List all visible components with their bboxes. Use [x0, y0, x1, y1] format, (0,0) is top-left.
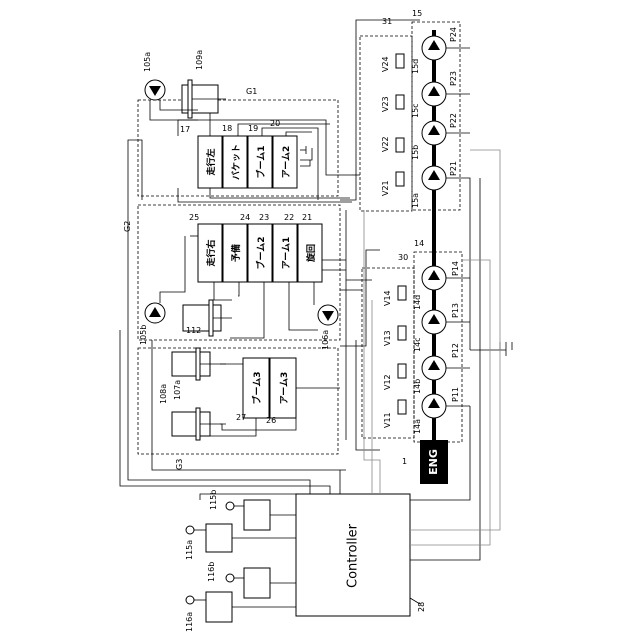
svg-text:19: 19 — [248, 124, 258, 133]
svg-text:走行左: 走行左 — [205, 148, 217, 176]
svg-text:14b: 14b — [413, 379, 422, 394]
g2-block-25: 走行右 25 — [189, 213, 222, 282]
pump-P22: P22 15b V22 — [381, 113, 458, 160]
svg-text:105a: 105a — [143, 52, 152, 72]
svg-text:V12: V12 — [383, 374, 392, 390]
svg-text:116a: 116a — [185, 612, 194, 632]
svg-text:15a: 15a — [411, 193, 420, 208]
svg-text:アーム2: アーム2 — [281, 146, 292, 178]
svg-text:14c: 14c — [413, 337, 422, 352]
svg-text:走行右: 走行右 — [205, 239, 217, 267]
cylinder-112: 112 — [183, 300, 232, 336]
svg-text:バケット: バケット — [231, 144, 242, 180]
svg-text:109a: 109a — [195, 50, 204, 70]
cylinder-108a: 108a — [159, 384, 226, 440]
svg-text:P11: P11 — [451, 387, 460, 402]
svg-text:Controller: Controller — [346, 523, 361, 588]
svg-text:P21: P21 — [449, 161, 458, 176]
svg-text:105b: 105b — [139, 325, 148, 345]
svg-text:23: 23 — [259, 213, 269, 222]
svg-text:115b: 115b — [209, 490, 218, 510]
svg-text:108a: 108a — [159, 384, 168, 404]
g3-block-26: アーム3 26 — [266, 358, 296, 425]
svg-text:P23: P23 — [449, 71, 458, 86]
svg-text:P12: P12 — [451, 343, 460, 358]
group-g1-label: G1 — [246, 87, 257, 96]
group-g2-label: G2 — [123, 221, 132, 232]
svg-text:18: 18 — [222, 124, 232, 133]
svg-text:P24: P24 — [449, 27, 458, 42]
g2-block-21: 旋回 21 — [298, 213, 322, 282]
pump-P23: P23 15c V23 — [381, 71, 458, 118]
svg-text:ブーム3: ブーム3 — [251, 372, 263, 405]
svg-text:115a: 115a — [185, 540, 194, 560]
g1-block-19: ブーム1 19 — [248, 124, 272, 188]
g1-block-17: 走行左 17 — [180, 125, 222, 188]
svg-text:V22: V22 — [381, 136, 390, 152]
svg-text:P14: P14 — [451, 261, 460, 276]
pump-group-15-label: 15 — [412, 9, 422, 18]
svg-text:26: 26 — [266, 416, 276, 425]
svg-text:V13: V13 — [383, 330, 392, 346]
svg-text:107a: 107a — [173, 380, 182, 400]
svg-text:ブーム1: ブーム1 — [255, 146, 267, 179]
svg-text:22: 22 — [284, 213, 294, 222]
motor-105a: 105a — [143, 52, 165, 100]
svg-text:アーム1: アーム1 — [281, 237, 292, 269]
svg-text:21: 21 — [302, 213, 312, 222]
svg-text:V21: V21 — [381, 180, 390, 196]
svg-text:27: 27 — [236, 413, 246, 422]
engine-block: ENG 1 — [402, 440, 448, 484]
g2-block-23: ブーム2 23 — [248, 213, 272, 282]
svg-text:25: 25 — [189, 213, 199, 222]
svg-text:17: 17 — [180, 125, 190, 134]
svg-text:15d: 15d — [411, 59, 420, 74]
svg-text:14d: 14d — [413, 295, 422, 310]
svg-text:予備: 予備 — [230, 244, 242, 262]
svg-text:アーム3: アーム3 — [279, 372, 290, 404]
svg-text:旋回: 旋回 — [305, 244, 317, 263]
svg-text:14a: 14a — [413, 419, 422, 434]
pump-P21: P21 15a V21 — [381, 161, 458, 208]
cylinder-109a: 109a — [182, 50, 226, 118]
g2-block-24: 予備 24 — [223, 213, 250, 282]
motor-106a: 106a — [318, 305, 338, 350]
svg-text:ブーム2: ブーム2 — [255, 237, 267, 270]
cylinder-107a: 107a — [172, 348, 226, 400]
controller-block: Controller 28 — [296, 494, 426, 616]
svg-text:106a: 106a — [321, 330, 330, 350]
input-115a: 115a — [185, 524, 296, 560]
valve-group-31-label: 31 — [382, 17, 392, 26]
pump-group-14-label: 14 — [414, 239, 424, 248]
svg-text:P22: P22 — [449, 113, 458, 128]
motor-105b: 105b — [139, 303, 165, 345]
valve-group-30-label: 30 — [398, 253, 408, 262]
g2-block-22: アーム1 22 — [273, 213, 297, 282]
svg-text:V23: V23 — [381, 96, 390, 112]
input-116a: 116a — [185, 592, 296, 632]
svg-text:V24: V24 — [381, 56, 390, 72]
svg-text:112: 112 — [186, 326, 201, 335]
group-g3-label: G3 — [175, 459, 184, 470]
svg-text:15c: 15c — [411, 103, 420, 118]
svg-text:P13: P13 — [451, 303, 460, 318]
svg-text:15b: 15b — [411, 145, 420, 160]
g3-block-27: ブーム3 27 — [236, 358, 269, 422]
pump-P24: P24 15d V24 — [381, 27, 458, 74]
svg-text:ENG: ENG — [427, 449, 440, 475]
svg-text:V14: V14 — [383, 290, 392, 306]
svg-text:V11: V11 — [383, 412, 392, 428]
engine-ref: 1 — [402, 457, 407, 466]
g1-block-18: バケット 18 — [222, 124, 247, 188]
svg-text:24: 24 — [240, 213, 250, 222]
svg-text:116b: 116b — [207, 562, 216, 582]
g1-block-20: アーム2 20 — [270, 119, 297, 188]
